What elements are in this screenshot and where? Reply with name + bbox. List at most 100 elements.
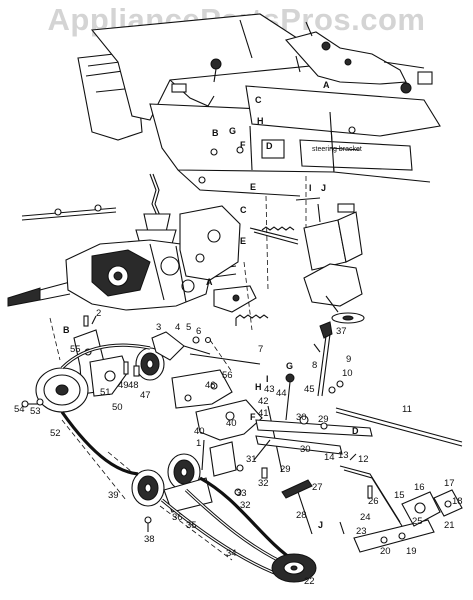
callout-j: J	[321, 183, 326, 193]
callout-c: C	[255, 95, 262, 105]
callout-33: 33	[236, 488, 247, 499]
idler-arm	[213, 285, 257, 313]
callout-g: G	[229, 126, 236, 136]
arm-3-6	[151, 331, 212, 361]
dash-panel	[90, 13, 311, 121]
callout-29-b: 29	[280, 464, 291, 475]
callout-a: A	[323, 80, 330, 90]
number-callouts: 54 53 52 55 2 51 50 49 48 47 3 4 5 6 7 5…	[14, 308, 463, 587]
callout-29: 29	[318, 414, 329, 425]
idler-pulley-47	[135, 347, 165, 381]
callout-i-2: I	[266, 374, 269, 384]
callout-e: E	[250, 182, 256, 192]
leader-lines	[91, 147, 361, 461]
callout-43: 43	[264, 384, 275, 395]
mower-pulley-22	[271, 553, 317, 583]
callout-26: 26	[368, 496, 379, 507]
callout-30: 30	[296, 412, 307, 423]
callout-31: 31	[246, 454, 257, 465]
callout-55: 55	[70, 344, 81, 355]
callout-41: 41	[258, 408, 269, 419]
hardware-left	[21, 315, 140, 408]
callout-d: D	[266, 141, 273, 151]
callout-i: I	[309, 183, 312, 193]
callout-b-2: B	[63, 325, 70, 335]
callout-3: 3	[156, 322, 161, 333]
callout-7: 7	[258, 344, 263, 355]
lift-bracket-15-18	[401, 489, 463, 527]
callout-1: 1	[196, 438, 201, 449]
callout-2: 2	[96, 308, 101, 319]
callout-20: 20	[380, 546, 391, 557]
callout-15: 15	[394, 490, 405, 501]
dashed-belt-guides	[49, 176, 307, 561]
callout-48: 48	[128, 380, 139, 391]
callout-16: 16	[414, 482, 425, 493]
callout-11: 11	[402, 404, 412, 415]
linkage-arm-21	[339, 465, 435, 553]
callout-32-b: 32	[240, 500, 251, 511]
lever-bracket-41	[195, 399, 263, 477]
bolt-38	[144, 516, 152, 532]
callout-45: 45	[304, 384, 315, 395]
callout-22: 22	[304, 576, 315, 587]
transaxle	[7, 239, 237, 311]
callout-f-2: F	[250, 412, 256, 422]
callout-40: 40	[226, 418, 237, 429]
mount-bracket-c	[179, 205, 241, 281]
lift-lever-8	[317, 321, 333, 397]
callout-24: 24	[360, 512, 371, 523]
callout-32: 32	[258, 478, 269, 489]
callout-g-2: G	[286, 361, 293, 371]
shift-knob-g	[285, 373, 295, 421]
pulley-35	[163, 453, 213, 513]
callout-39: 39	[108, 490, 119, 501]
callout-b: B	[212, 128, 219, 138]
main-pulley-52	[35, 367, 89, 413]
rod-7	[189, 353, 261, 365]
callout-17: 17	[444, 478, 455, 489]
callout-52: 52	[50, 428, 61, 439]
callout-c-2: C	[240, 205, 247, 215]
callout-13: 13	[338, 450, 349, 461]
springs	[235, 226, 295, 319]
callout-14: 14	[324, 452, 335, 463]
callout-49: 49	[118, 380, 129, 391]
callout-21: 21	[444, 520, 455, 531]
callout-e-2: E	[240, 236, 246, 246]
callout-46: 46	[205, 380, 216, 391]
callout-d-2: D	[352, 426, 359, 436]
pedal-28	[281, 479, 313, 535]
callout-36: 36	[172, 512, 183, 523]
steering-linkage	[284, 21, 433, 94]
pulley-bracket-51	[89, 355, 129, 397]
callout-53: 53	[30, 406, 41, 417]
pulley-bracket-box	[303, 203, 363, 271]
callout-5: 5	[186, 322, 191, 333]
callout-j-2: J	[318, 520, 323, 530]
callout-25: 25	[412, 516, 423, 527]
callout-37: 37	[336, 326, 347, 337]
callout-47: 47	[140, 390, 151, 401]
callout-8: 8	[312, 360, 317, 371]
hardware-right	[234, 380, 373, 535]
letter-callouts: A C B G H F D E I J C E A B G D H F J I …	[63, 80, 362, 530]
rock-shaft-12	[253, 415, 373, 461]
callout-a-2: A	[206, 277, 213, 287]
callout-34: 34	[226, 548, 237, 559]
callout-23: 23	[356, 526, 367, 537]
callout-9: 9	[346, 354, 351, 365]
callout-28: 28	[296, 510, 307, 521]
callout-f: F	[240, 140, 246, 150]
callout-6: 6	[196, 326, 201, 337]
callout-h-2: H	[255, 382, 262, 392]
callout-30-b: 30	[300, 444, 311, 455]
frame-plate	[149, 85, 441, 197]
callout-19: 19	[406, 546, 417, 557]
engine-pulley-assembly	[303, 263, 365, 324]
callout-42: 42	[258, 396, 269, 407]
callout-18: 18	[452, 496, 463, 507]
steering-bracket-label: steering bracket	[312, 146, 362, 153]
